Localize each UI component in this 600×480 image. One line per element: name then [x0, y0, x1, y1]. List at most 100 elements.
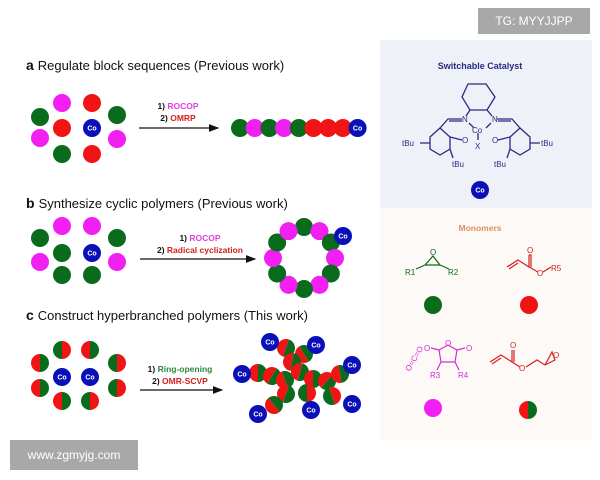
monomer-dot	[268, 264, 287, 283]
monomer-dot	[310, 222, 329, 241]
monomer-dot	[289, 119, 308, 137]
svg-text:tBu: tBu	[494, 160, 506, 169]
half-dot-monomer	[519, 401, 537, 419]
monomer-dot	[321, 264, 340, 283]
svg-text:O: O	[519, 364, 525, 373]
svg-text:R4: R4	[458, 371, 469, 380]
monomer-dot	[275, 119, 294, 137]
half-dot-monomer	[108, 379, 126, 397]
cobalt-catalyst-dot	[233, 365, 251, 383]
half-dot-monomer	[323, 387, 341, 405]
epoxide-structure	[415, 255, 450, 270]
co-label: Co	[475, 188, 484, 195]
co-label: Co	[306, 408, 315, 415]
panel-b-step1: 1) ROCOP	[179, 233, 220, 243]
monomer-dot	[53, 119, 71, 137]
panel-a-step1: 1) ROCOP	[157, 101, 198, 111]
monomer-dot	[424, 399, 442, 417]
svg-text:X: X	[475, 142, 481, 151]
svg-text:N: N	[492, 115, 498, 124]
monomers-panel	[380, 208, 592, 440]
co-label: Co	[87, 126, 96, 133]
monomer-dot	[279, 222, 298, 241]
monomer-dot	[83, 266, 101, 284]
svg-text:O: O	[510, 341, 516, 350]
monomer-dot	[31, 253, 49, 271]
cobalt-catalyst-dot	[53, 368, 71, 386]
svg-text:tBu: tBu	[452, 160, 464, 169]
svg-text:O: O	[445, 339, 451, 348]
monomer-dot	[83, 94, 101, 112]
half-dot-monomer	[108, 354, 126, 372]
svg-text:R5: R5	[551, 264, 562, 273]
catalyst-title: Switchable Catalyst	[438, 61, 523, 71]
co-label: Co	[311, 343, 320, 350]
svg-text:tBu: tBu	[402, 139, 414, 148]
svg-text:O: O	[527, 246, 533, 255]
cobalt-catalyst-dot	[307, 336, 325, 354]
monomer-dot	[53, 145, 71, 163]
svg-text:O: O	[553, 351, 559, 360]
half-dot-monomer	[31, 354, 49, 372]
half-dot-monomer	[31, 379, 49, 397]
monomer-dot	[53, 217, 71, 235]
panel-b-step2: 2) Radical cyclization	[157, 245, 243, 255]
monomer-dot	[31, 108, 49, 126]
monomer-dot	[83, 145, 101, 163]
monomer-dot	[326, 249, 344, 267]
monomers-title: Monomers	[459, 223, 502, 233]
svg-text:O: O	[492, 136, 498, 145]
svg-text:O: O	[466, 344, 472, 353]
monomer-dot	[108, 229, 126, 247]
monomer-dot	[108, 106, 126, 124]
monomer-dot	[520, 296, 538, 314]
acrylate-labels: O O R5	[527, 246, 562, 278]
svg-text:N: N	[462, 115, 468, 124]
monomer-dot	[279, 275, 298, 294]
catalyst-structure	[420, 83, 540, 159]
cobalt-catalyst-dot	[343, 395, 361, 413]
monomer-dot	[295, 218, 313, 236]
half-dot-monomer	[53, 392, 71, 410]
monomer-dot	[31, 229, 49, 247]
cobalt-catalyst-dot	[343, 356, 361, 374]
cobalt-catalyst-dot	[83, 244, 101, 262]
monomer-dot	[310, 275, 329, 294]
monomer-dot	[264, 249, 282, 267]
half-dot-monomer	[304, 370, 322, 388]
co-label: Co	[237, 372, 246, 379]
panel-c-step2: 2) OMR-SCVP	[152, 376, 208, 386]
glycidyl-acrylate-structure	[489, 350, 556, 368]
cobalt-catalyst-dot	[261, 333, 279, 351]
acrylate-structure	[506, 254, 552, 273]
catalyst-panel	[380, 40, 592, 208]
co-label: Co	[353, 126, 362, 133]
monomer-dot	[108, 253, 126, 271]
cobalt-catalyst-dot	[302, 401, 320, 419]
co-label: Co	[253, 412, 262, 419]
co-label: Co	[57, 375, 66, 382]
monomer-dot	[268, 233, 287, 252]
half-dot-monomer	[276, 371, 294, 389]
catalyst-labels: Switchable Catalyst N N Co O O X tBu tBu…	[402, 61, 553, 169]
co-label: Co	[87, 251, 96, 258]
svg-text:tBu: tBu	[541, 139, 553, 148]
cobalt-catalyst-dot	[334, 227, 352, 245]
svg-text:O: O	[430, 248, 436, 257]
cobalt-catalyst-dot	[249, 405, 267, 423]
half-dot-monomer	[81, 392, 99, 410]
cobalt-catalyst-dot	[83, 119, 101, 137]
co-label: Co	[338, 234, 347, 241]
monomer-dot	[319, 119, 338, 137]
anhydride-structure	[430, 344, 466, 371]
epoxide-labels: O R1 R2	[405, 248, 459, 277]
half-dot-monomer	[277, 385, 295, 403]
monomer-dot	[260, 119, 279, 137]
monomer-dot	[304, 119, 323, 137]
monomer-dot	[31, 129, 49, 147]
